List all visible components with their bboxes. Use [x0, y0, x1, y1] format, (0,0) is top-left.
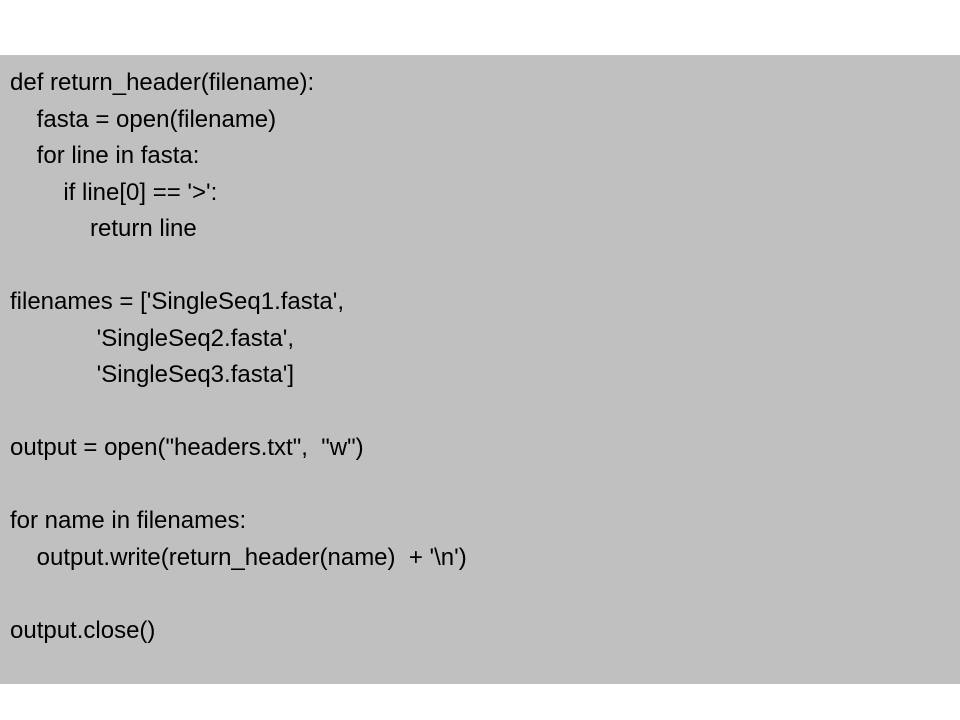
code-line: for name in filenames: — [10, 507, 247, 534]
code-line: output.close() — [10, 616, 156, 644]
code-line: 'SingleSeq3.fasta'] — [10, 361, 294, 388]
code-line: return line — [10, 215, 197, 242]
code-line: output = open("headers.txt", "w") — [10, 434, 364, 461]
code-line: filenames = ['SingleSeq1.fasta', — [10, 288, 345, 315]
code-line: def return_header(filename): — [10, 69, 315, 96]
code-line-blank — [10, 248, 960, 285]
code-line: for line in fasta: — [10, 142, 200, 169]
code-line: 'SingleSeq2.fasta', — [10, 324, 294, 352]
code-line: if line[0] == '>': — [10, 178, 218, 206]
code-line-blank — [10, 394, 960, 431]
code-line: output.write(return_header(name) + '\n') — [10, 543, 467, 571]
code-line-blank — [10, 576, 960, 613]
code-line-blank — [10, 467, 960, 504]
code-line: fasta = open(filename) — [10, 105, 277, 133]
code-panel: def return_header(filename): fasta = ope… — [0, 55, 960, 684]
